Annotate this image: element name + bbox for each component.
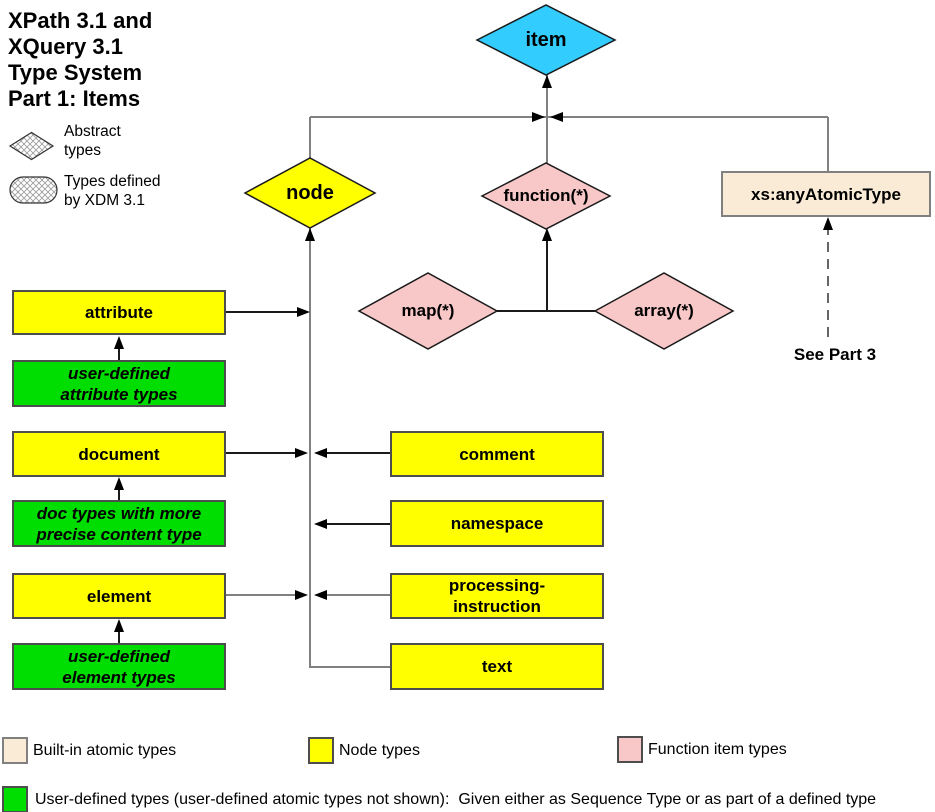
diamond-shapes [243,4,735,350]
item-diamond [475,4,617,76]
text-box: text [390,643,604,690]
namespace-box: namespace [390,500,604,547]
node-diamond [243,157,377,229]
user-defined-swatch [2,786,28,812]
map-diamond [357,272,499,350]
legend-xdm-label: Types defined by XDM 3.1 [64,173,161,209]
any-atomic-box: xs:anyAtomicType [721,171,931,217]
user-attribute-box: user-defined attribute types [12,360,226,407]
processing-instruction-box: processing- instruction [390,573,604,619]
bus-lines [226,75,829,668]
see-part-3-label: See Part 3 [793,345,877,364]
user-element-box: user-defined element types [12,643,226,690]
function-diamond [480,162,612,230]
user-defined-legend-label: User-defined types (user-defined atomic … [35,790,877,808]
abstract-types-icon [8,131,55,161]
attribute-box: attribute [12,290,226,335]
element-box: element [12,573,226,619]
builtin-swatch [2,737,28,764]
arrowheads [114,75,833,632]
document-box: document [12,431,226,477]
builtin-legend-label: Built-in atomic types [33,741,177,759]
comment-box: comment [390,431,604,477]
function-types-swatch [617,736,643,763]
page-title: XPath 3.1 and XQuery 3.1 Type System Par… [8,8,153,111]
xdm-types-icon [9,176,58,204]
doc-types-box: doc types with more precise content type [12,500,226,547]
array-diamond [593,272,735,350]
node-types-legend-label: Node types [339,741,420,759]
legend-abstract-label: Abstract types [64,123,121,159]
function-types-legend-label: Function item types [648,740,787,758]
node-types-swatch [308,737,334,764]
